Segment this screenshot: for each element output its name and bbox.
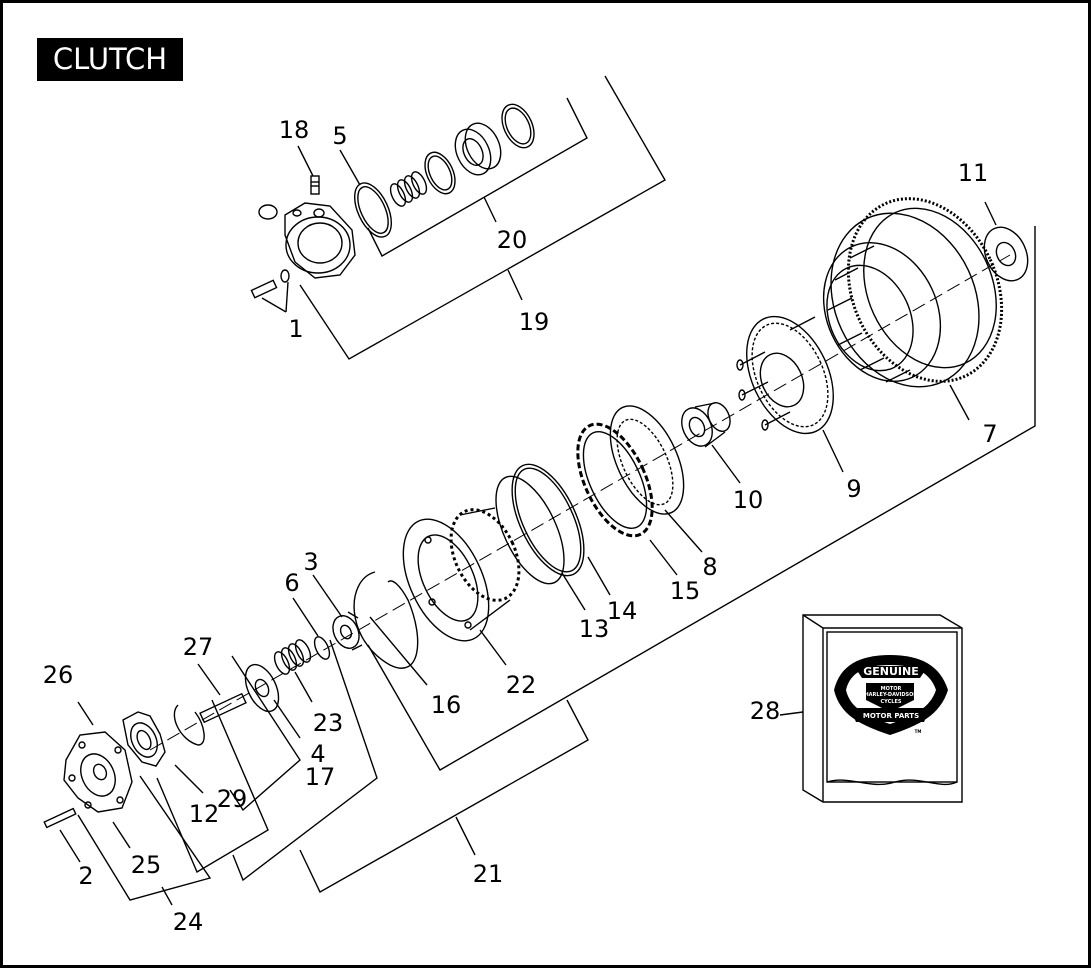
callout-17: 17 [305,763,336,791]
callout-20: 20 [497,226,528,254]
part-snap-ring-29 [173,704,205,746]
callout-6: 6 [284,569,299,597]
callout-16: 16 [431,691,462,719]
callout-24: 24 [173,908,204,936]
svg-text:MOTOR: MOTOR [881,686,902,692]
bracket-24 [77,775,212,906]
callout-27: 27 [183,633,214,661]
diagram-title: CLUTCH [37,38,183,81]
part-retaining-ring-16 [353,571,419,669]
part-o-ring-5 [353,182,393,238]
callout-23: 23 [313,709,344,737]
svg-text:TM: TM [915,729,922,734]
part-screw-1 [250,269,290,299]
callout-19: 19 [519,308,550,336]
part-screw-2 [43,807,77,829]
callout-29: 29 [217,785,248,813]
callout-11: 11 [958,159,989,187]
part-cover-12 [122,711,166,767]
callout-labels: 1 2 3 4 5 6 7 8 9 10 11 12 13 14 15 16 1… [43,116,998,936]
part-pushrod-27 [199,692,247,724]
callout-5: 5 [332,122,347,150]
svg-text:HARLEY-DAVIDSON: HARLEY-DAVIDSON [864,692,917,698]
part-washer-11 [983,226,1029,282]
bracket-16 [369,616,428,686]
part-ring-20 [424,151,456,195]
part-steel-plate-8 [609,405,685,515]
callout-14: 14 [607,597,638,625]
part-spring-23 [273,639,312,675]
callout-18: 18 [279,116,310,144]
callout-2: 2 [78,862,93,890]
bracket-17 [232,639,378,882]
part-ring-13 [511,463,585,577]
part-friction-plate-15 [576,422,654,538]
part-snap-ring-6 [313,636,331,660]
callout-15: 15 [670,577,701,605]
bracket-20 [367,97,588,257]
genuine-motor-parts-logo: GENUINE MOTOR HARLEY-DAVIDSON CYCLES MOT… [834,655,948,735]
part-28-kit-box [802,614,963,803]
callout-13: 13 [579,615,610,643]
callout-8: 8 [702,553,717,581]
part-slave-cylinder-19 [258,202,356,279]
callout-25: 25 [131,851,162,879]
part-nut-3 [332,611,363,651]
bracket-19 [299,75,666,360]
callout-21: 21 [473,860,504,888]
svg-text:MOTOR PARTS: MOTOR PARTS [863,712,919,720]
callout-10: 10 [733,486,764,514]
part-seal-20 [501,103,535,149]
callout-3: 3 [303,548,318,576]
part-adjuster-4 [244,663,280,713]
part-piston-20 [454,122,502,176]
part-ring-14 [495,475,565,585]
callout-7: 7 [982,420,997,448]
logo-genuine-text: GENUINE [863,665,919,678]
part-ramp-26 [63,731,133,813]
part-clutch-hub-22 [402,507,521,642]
bracket-29 [156,699,269,874]
callout-26: 26 [43,661,74,689]
part-spacer-10 [681,402,731,448]
callout-12: 12 [189,800,220,828]
svg-text:CYCLES: CYCLES [881,699,902,705]
callout-22: 22 [506,671,537,699]
callout-9: 9 [846,475,861,503]
part-pressure-plate-9 [736,315,834,435]
part-bleeder-18 [310,175,320,195]
part-spring-20 [389,171,428,207]
bracket-12 [229,655,301,812]
bracket-21 [299,226,1036,893]
callout-1: 1 [288,315,303,343]
callout-28: 28 [750,697,781,725]
part-clutch-shell-7 [822,197,1004,388]
callout-4: 4 [310,740,325,768]
